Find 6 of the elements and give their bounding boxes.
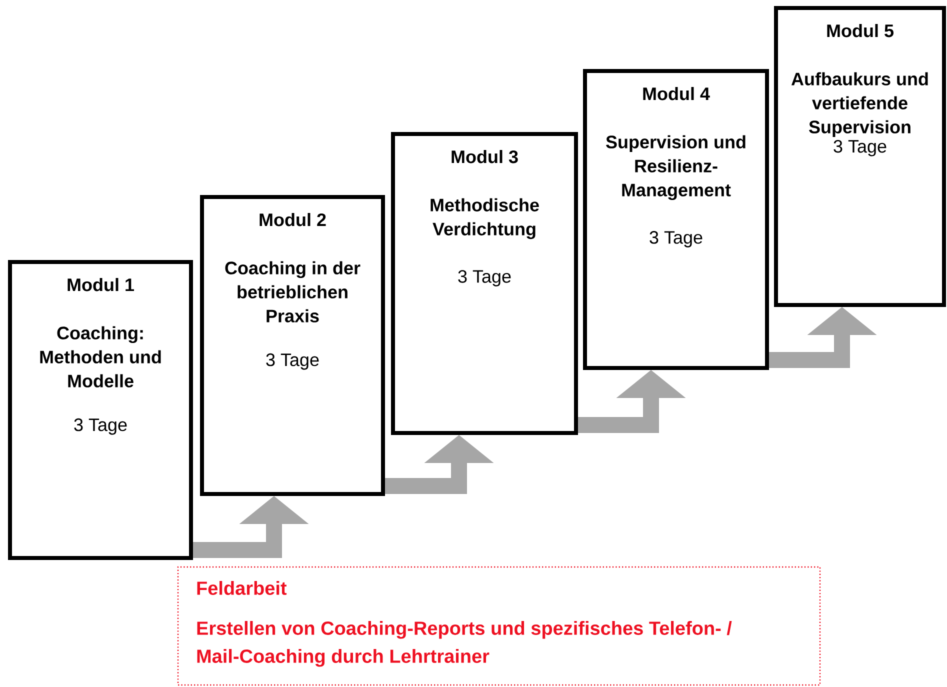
module-box: Modul 1 Coaching: Methoden und Modelle 3 Tage	[8, 260, 193, 560]
fieldwork-box: Feldarbeit Erstellen von Coaching-Reports und spezifisches Telefon- / Mail-Coaching durch Lehrtrainer	[177, 566, 821, 686]
module-box: Modul 3 Methodische Verdichtung 3 Tage	[391, 132, 578, 435]
module-box: Modul 2 Coaching in der betrieblichen Praxis 3 Tage	[200, 194, 385, 496]
module-box: Modul 4 Supervision und Resilienz-Management 3 Tage	[583, 68, 769, 370]
module-box: Modul 5 Aufbaukurs und vertiefende Supervision 3 Tage	[774, 6, 946, 307]
